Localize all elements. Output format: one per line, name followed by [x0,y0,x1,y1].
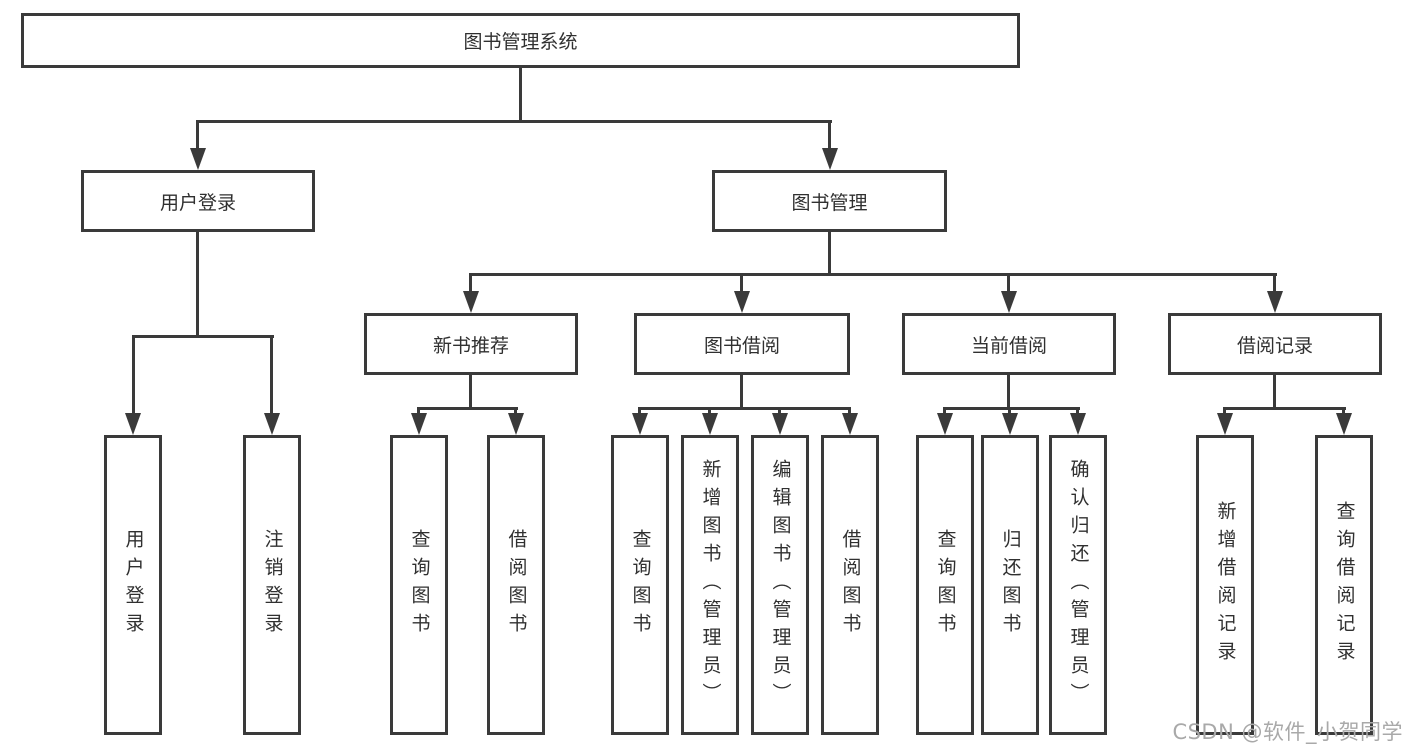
connector-recommend-drop-1 [417,407,420,417]
leaf-query-books-recommend: 查询图书 [390,435,448,735]
csdn-watermark: CSDN @软件_小贺同学 [1172,720,1403,744]
node-current-borrowing: 当前借阅 [902,313,1116,375]
node-label: 查询图书 [934,529,957,641]
node-label: 新增图书（管理员） [699,459,722,711]
connector-borrowing-drop-1 [638,407,641,417]
arrow-down-icon [411,413,427,435]
connector-current-vline [1007,375,1010,407]
connector-user-login-drop-right [270,335,273,415]
arrow-down-icon [1001,291,1017,313]
node-label: 编辑图书（管理员） [769,459,792,711]
node-label: 图书管理 [791,191,868,214]
arrow-down-icon [508,413,524,435]
connector-root-vline [519,68,522,120]
node-label: 图书借阅 [703,334,780,357]
arrow-down-icon [264,413,280,435]
leaf-borrow-books-recommend: 借阅图书 [487,435,545,735]
arrow-down-icon [1002,413,1018,435]
arrow-down-icon [1267,291,1283,313]
connector-records-vline [1273,375,1276,407]
arrow-down-icon [842,413,858,435]
node-book-management: 图书管理 [712,170,947,232]
arrow-down-icon [702,413,718,435]
node-label: 当前借阅 [970,334,1047,357]
node-label: 新书推荐 [432,334,509,357]
node-label: 确认归还（管理员） [1067,459,1090,711]
arrow-down-icon [734,291,750,313]
node-user-login: 用户登录 [81,170,315,232]
leaf-query-books-borrowing: 查询图书 [611,435,669,735]
connector-recommend-vline [469,375,472,407]
leaf-query-books-current: 查询图书 [916,435,974,735]
connector-recommend-drop-2 [514,407,517,417]
node-library-system: 图书管理系统 [21,13,1020,68]
connector-book-mgmt-vline [828,232,831,273]
node-new-book-recommendation: 新书推荐 [364,313,578,375]
node-label: 用户登录 [159,191,236,214]
arrow-down-icon [1217,413,1233,435]
connector-records-hline [1223,407,1346,410]
connector-borrowing-drop-3 [778,407,781,417]
arrow-down-icon [822,148,838,170]
node-label: 注销登录 [261,529,284,641]
node-label: 查询图书 [408,529,431,641]
node-label: 图书管理系统 [463,31,578,53]
node-label: 查询借阅记录 [1333,501,1356,669]
arrow-down-icon [125,413,141,435]
connector-book-mgmt-drop-1 [469,273,472,293]
arrow-down-icon [772,413,788,435]
connector-records-drop-1 [1223,407,1226,417]
connector-root-drop-left [196,120,199,150]
connector-book-mgmt-drop-4 [1273,273,1276,293]
arrow-down-icon [190,148,206,170]
leaf-add-books-admin: 新增图书（管理员） [681,435,739,735]
arrow-down-icon [463,291,479,313]
leaf-edit-books-admin: 编辑图书（管理员） [751,435,809,735]
connector-user-login-drop-left [132,335,135,415]
leaf-return-books: 归还图书 [981,435,1039,735]
connector-borrowing-drop-2 [708,407,711,417]
connector-user-login-hline [132,335,274,338]
node-label: 查询图书 [629,529,652,641]
connector-borrowing-drop-4 [848,407,851,417]
leaf-add-borrow-record: 新增借阅记录 [1196,435,1254,735]
node-label: 用户登录 [122,529,145,641]
leaf-confirm-return-admin: 确认归还（管理员） [1049,435,1107,735]
connector-current-drop-3 [1076,407,1079,417]
connector-current-drop-2 [1008,407,1011,417]
connector-current-hline [943,407,1080,410]
node-label: 借阅图书 [505,529,528,641]
node-label: 借阅记录 [1236,334,1313,357]
leaf-query-borrow-record: 查询借阅记录 [1315,435,1373,735]
node-label: 借阅图书 [839,529,862,641]
arrow-down-icon [1336,413,1352,435]
connector-current-drop-1 [943,407,946,417]
connector-borrowing-hline [638,407,851,410]
node-borrowing-records: 借阅记录 [1168,313,1382,375]
node-label: 新增借阅记录 [1214,501,1237,669]
connector-borrowing-vline [740,375,743,407]
connector-book-mgmt-hline [470,273,1277,276]
node-book-borrowing: 图书借阅 [634,313,850,375]
connector-root-hline [197,120,832,123]
leaf-borrow-books: 借阅图书 [821,435,879,735]
node-label: 归还图书 [999,529,1022,641]
connector-recommend-hline [418,407,518,410]
arrow-down-icon [937,413,953,435]
leaf-user-login: 用户登录 [104,435,162,735]
connector-user-login-vline [196,232,199,335]
connector-book-mgmt-drop-3 [1007,273,1010,293]
arrow-down-icon [632,413,648,435]
arrow-down-icon [1070,413,1086,435]
leaf-logout: 注销登录 [243,435,301,735]
connector-records-drop-2 [1342,407,1345,417]
connector-book-mgmt-drop-2 [740,273,743,293]
connector-root-drop-right [828,120,831,150]
